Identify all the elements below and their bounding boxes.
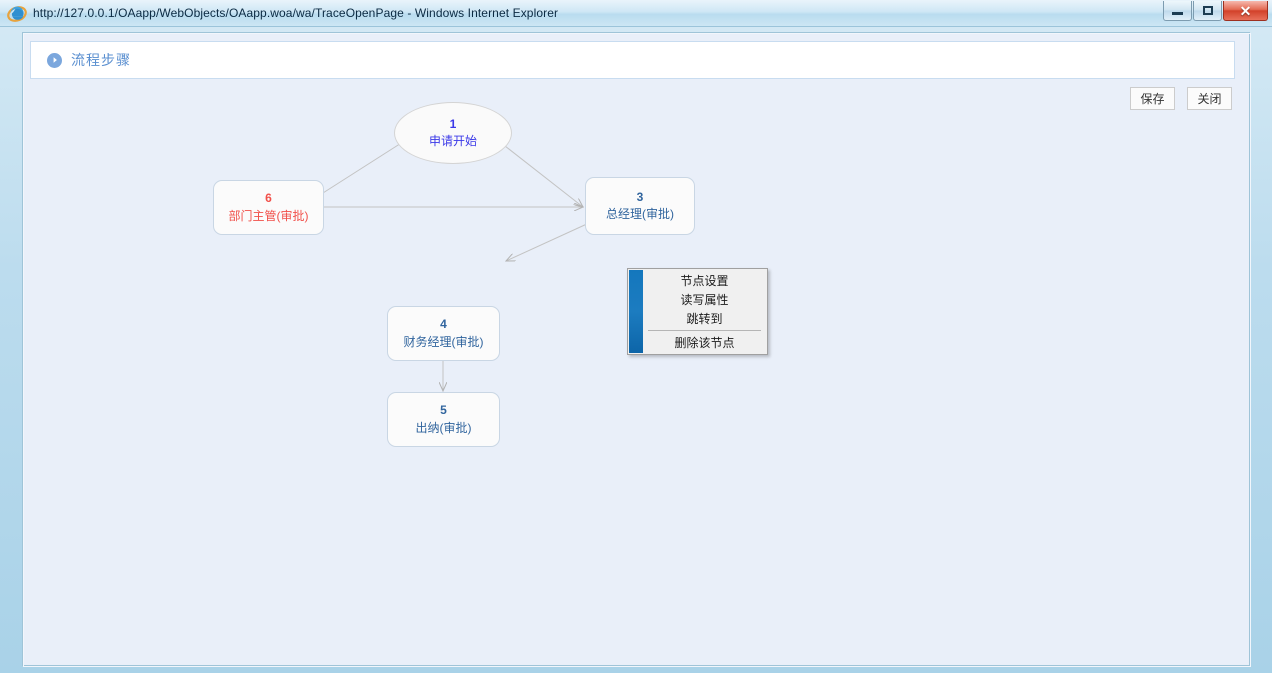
workflow-canvas[interactable]: 1 申请开始 6 部门主管(审批) 3 总经理(审批) 4 财务经理(审批) 5 xyxy=(23,102,1251,667)
page-header-panel: 流程步骤 xyxy=(30,41,1235,79)
internet-explorer-icon xyxy=(7,3,27,23)
node-id: 4 xyxy=(440,317,447,332)
context-menu-item-delete-node[interactable]: 删除该节点 xyxy=(674,336,735,350)
node-label: 部门主管(审批) xyxy=(228,208,309,223)
page-title: 流程步骤 xyxy=(71,52,131,68)
context-menu-item-read-write-properties[interactable]: 读写属性 xyxy=(680,293,729,307)
workflow-node-4[interactable]: 4 财务经理(审批) xyxy=(387,306,500,361)
save-button[interactable]: 保存 xyxy=(1130,87,1175,110)
toolbar: 保存 关闭 xyxy=(1130,87,1232,110)
minimize-button[interactable] xyxy=(1163,1,1192,21)
node-id: 3 xyxy=(636,189,644,204)
maximize-restore-button[interactable] xyxy=(1193,1,1222,21)
node-id: 6 xyxy=(265,191,272,206)
title-bar: http://127.0.0.1/OAapp/WebObjects/OAapp.… xyxy=(0,0,1272,27)
circle-arrow-right-icon xyxy=(47,52,62,68)
window-title: http://127.0.0.1/OAapp/WebObjects/OAapp.… xyxy=(33,6,559,20)
context-menu-item-jump-to[interactable]: 跳转到 xyxy=(686,312,723,326)
window-controls: ✕ xyxy=(1162,1,1268,21)
minimize-icon xyxy=(1172,12,1183,15)
close-window-button[interactable]: ✕ xyxy=(1223,1,1268,21)
node-context-menu[interactable]: 节点设置 读写属性 跳转到 删除该节点 xyxy=(627,268,768,355)
node-id: 5 xyxy=(440,403,447,418)
connector-layer xyxy=(300,132,590,667)
workflow-node-1[interactable]: 1 申请开始 xyxy=(394,102,512,164)
context-menu-item-node-settings[interactable]: 节点设置 xyxy=(680,274,729,288)
context-menu-separator xyxy=(648,330,761,331)
node-label: 财务经理(审批) xyxy=(403,334,484,349)
page-client-area: 流程步骤 保存 关闭 xyxy=(22,32,1250,666)
node-id: 1 xyxy=(449,116,457,131)
restore-icon xyxy=(1202,6,1213,15)
close-icon: ✕ xyxy=(1239,2,1252,19)
workflow-node-5[interactable]: 5 出纳(审批) xyxy=(387,392,500,447)
close-button[interactable]: 关闭 xyxy=(1187,87,1232,110)
context-menu-accent-bar xyxy=(629,270,643,353)
node-label: 出纳(审批) xyxy=(415,420,472,435)
node-label: 总经理(审批) xyxy=(606,207,674,221)
node-label: 申请开始 xyxy=(428,134,477,148)
workflow-node-3[interactable]: 3 总经理(审批) xyxy=(585,177,695,235)
workflow-node-6[interactable]: 6 部门主管(审批) xyxy=(213,180,324,235)
